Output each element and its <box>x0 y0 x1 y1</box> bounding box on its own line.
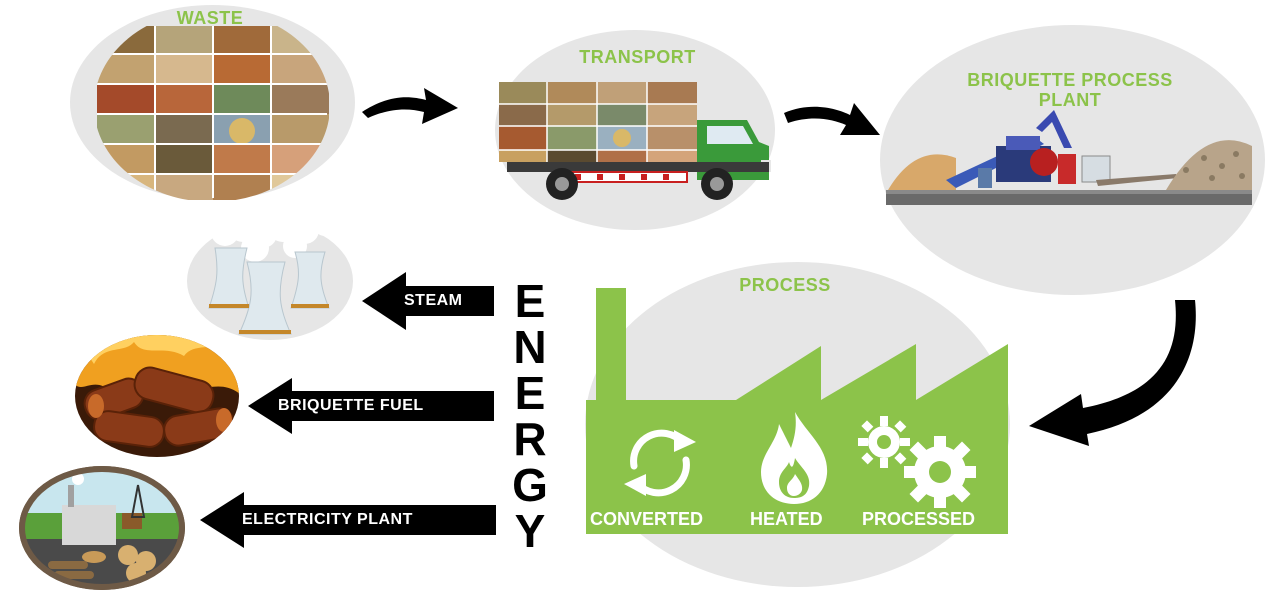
arrow-briquette-fuel <box>248 378 494 434</box>
arrow-label-briquette-fuel: BRIQUETTE FUEL <box>278 397 424 414</box>
factory-step-label-processed: PROCESSED <box>862 509 976 529</box>
waste-stage-title: WASTE <box>176 8 244 28</box>
arrow-label-steam: STEAM <box>404 292 463 309</box>
burning-briquettes-icon <box>75 335 239 457</box>
truck-image <box>499 82 771 200</box>
arrow-plant-to-process <box>1029 300 1196 446</box>
flame-icon <box>761 412 828 504</box>
factory-step-label-heated: HEATED <box>750 509 823 529</box>
energy-letter: E <box>514 275 546 327</box>
arrow-waste-to-transport <box>362 88 458 124</box>
process-stage-title: PROCESS <box>739 275 831 295</box>
energy-letter: Y <box>514 505 546 557</box>
recycle-icon <box>624 429 696 497</box>
energy-letter: R <box>513 413 547 465</box>
gears-icon <box>858 416 976 508</box>
cooling-tower-icon <box>208 210 337 335</box>
energy-letter: E <box>514 367 546 419</box>
arrow-electricity-plant <box>200 492 496 548</box>
factory-step-label-converted: CONVERTED <box>590 509 704 529</box>
waste-collage-image <box>97 26 329 200</box>
arrow-steam <box>362 272 494 330</box>
arrow-transport-to-plant <box>784 103 880 135</box>
energy-letter: N <box>513 321 547 373</box>
power-plant-icon <box>19 466 185 590</box>
briquette-machine-image <box>886 110 1252 205</box>
plant-stage-title-line2: PLANT <box>1038 90 1102 110</box>
transport-stage-title: TRANSPORT <box>579 47 696 67</box>
energy-letter: G <box>512 459 548 511</box>
plant-stage-title-line1: BRIQUETTE PROCESS <box>967 70 1173 90</box>
arrow-label-electricity-plant: ELECTRICITY PLANT <box>242 511 413 528</box>
